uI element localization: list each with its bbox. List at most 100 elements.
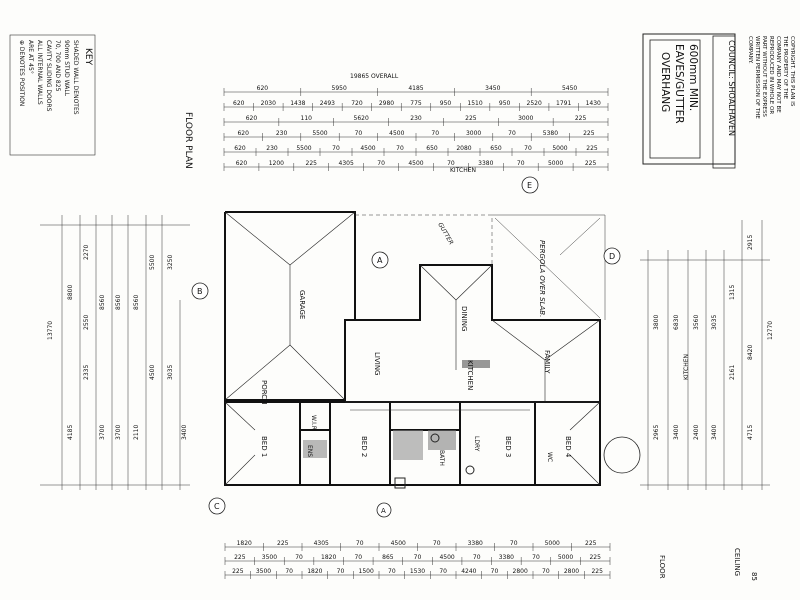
dimension-value: 1791: [556, 100, 571, 107]
svg-text:2400: 2400: [693, 425, 700, 440]
dimension-value: 2080: [456, 145, 471, 152]
kitchen-dim-label: KITCHEN: [450, 167, 476, 174]
dimension-value: 5450: [562, 85, 577, 92]
svg-text:1315: 1315: [729, 285, 736, 300]
svg-text:8560: 8560: [115, 295, 122, 310]
dimension-value: 225: [232, 568, 244, 575]
room-labels: GARAGE LIVING DINING KITCHEN FAMILY PORC…: [260, 222, 572, 466]
dimension-value: 5380: [543, 130, 558, 137]
grid-d-label: D: [609, 252, 615, 261]
dimension-value: 650: [426, 145, 438, 152]
dimension-value: 230: [276, 130, 288, 137]
dimension-value: 620: [246, 115, 258, 122]
dimension-value: 3380: [478, 160, 493, 167]
overall-dim: 19865 OVERALL: [350, 73, 399, 80]
dimension-value: 70: [532, 554, 540, 561]
dimension-value: 225: [277, 540, 289, 547]
dimension-value: 1500: [359, 568, 374, 575]
dimension-value: 4500: [389, 130, 404, 137]
dimension-value: 1438: [290, 100, 305, 107]
svg-text:2550: 2550: [83, 315, 90, 330]
room-bed3: BED 3: [504, 436, 512, 457]
key-heading: KEY: [83, 48, 93, 66]
svg-text:8560: 8560: [133, 295, 140, 310]
room-kitchen: KITCHEN: [466, 360, 474, 390]
dimension-value: 70: [355, 130, 363, 137]
pergola-note: PERGOLA OVER SLAB.: [538, 240, 546, 317]
svg-text:8800: 8800: [67, 285, 74, 300]
dimension-value: 3000: [466, 130, 481, 137]
page-code: 85: [750, 572, 758, 581]
svg-text:3800: 3800: [653, 315, 660, 330]
dimension-value: 70: [542, 568, 550, 575]
dimension-value: 70: [414, 554, 422, 561]
dimension-value: 950: [499, 100, 511, 107]
room-bath: BATH: [438, 450, 445, 466]
floor-plan-label: FLOOR PLAN: [183, 112, 193, 169]
svg-text:3700: 3700: [99, 425, 106, 440]
svg-text:2161: 2161: [729, 365, 736, 380]
key-line: CAVITY SLIDING DOORS: [45, 40, 52, 112]
dimension-value: 5000: [545, 540, 560, 547]
dimension-value: 110: [301, 115, 313, 122]
dimension-value: 2800: [564, 568, 579, 575]
dimension-value: 225: [234, 554, 246, 561]
dimension-value: 4500: [439, 554, 454, 561]
dimension-value: 70: [295, 554, 303, 561]
dimension-value: 230: [266, 145, 278, 152]
dimension-value: 3380: [499, 554, 514, 561]
dimension-value: 5000: [548, 160, 563, 167]
title-box-text-3: OVERHANG: [659, 52, 671, 112]
title-block: 600mm MIN. EAVES/GUTTER OVERHANG COUNCIL…: [642, 33, 795, 169]
dimension-value: 225: [585, 160, 597, 167]
dimension-value: 70: [377, 160, 385, 167]
dimension-value: 3450: [485, 85, 500, 92]
room-ens: ENS: [306, 445, 313, 457]
dimension-value: 865: [382, 554, 394, 561]
left-overall-dim: 13770: [47, 321, 54, 340]
dimension-value: 225: [585, 540, 597, 547]
dimension-value: 5500: [312, 130, 327, 137]
dimension-value: 70: [524, 145, 532, 152]
dimension-value: 70: [433, 540, 441, 547]
dimension-value: 5500: [296, 145, 311, 152]
room-wir: W.I.R.: [310, 415, 317, 432]
room-bed1: BED 1: [260, 436, 268, 457]
key-line: 70, 700 AND 825: [54, 40, 61, 92]
dimension-value: 3500: [256, 568, 271, 575]
svg-text:2965: 2965: [653, 425, 660, 440]
dimension-value: 70: [337, 568, 345, 575]
room-bed2: BED 2: [360, 436, 368, 457]
room-wc: WC: [546, 452, 553, 462]
floor-label: FLOOR: [658, 555, 666, 579]
dimension-value: 2980: [379, 100, 394, 107]
svg-text:3035: 3035: [167, 365, 174, 380]
svg-text:8420: 8420: [747, 345, 754, 360]
copyright-line: COMPANY.: [747, 36, 753, 64]
dimension-value: 70: [508, 130, 516, 137]
dimension-value: 4185: [408, 85, 423, 92]
dimension-value: 225: [306, 160, 318, 167]
dimension-value: 1510: [467, 100, 482, 107]
dimension-value: 620: [257, 85, 269, 92]
dimension-value: 5950: [332, 85, 347, 92]
dimension-value: 70: [356, 540, 364, 547]
title-box-text-1: 600mm MIN.: [687, 44, 699, 111]
left-dimension-strings: 13770 8800 4185 2270 2550 2335 8560 3700…: [40, 215, 190, 490]
grid-a-label: A: [377, 256, 383, 265]
dimension-value: 5000: [558, 554, 573, 561]
dimension-value: 3500: [262, 554, 277, 561]
room-ldry: LDRY: [473, 436, 480, 452]
grid-a2-label: A: [381, 507, 386, 515]
dimension-value: 70: [431, 130, 439, 137]
fixtures: [303, 360, 490, 489]
dimension-value: 1530: [410, 568, 425, 575]
dimension-value: 225: [575, 115, 587, 122]
dimension-value: 70: [285, 568, 293, 575]
grid-c-label: C: [214, 502, 220, 511]
dimension-value: 70: [439, 568, 447, 575]
dimension-value: 4500: [391, 540, 406, 547]
